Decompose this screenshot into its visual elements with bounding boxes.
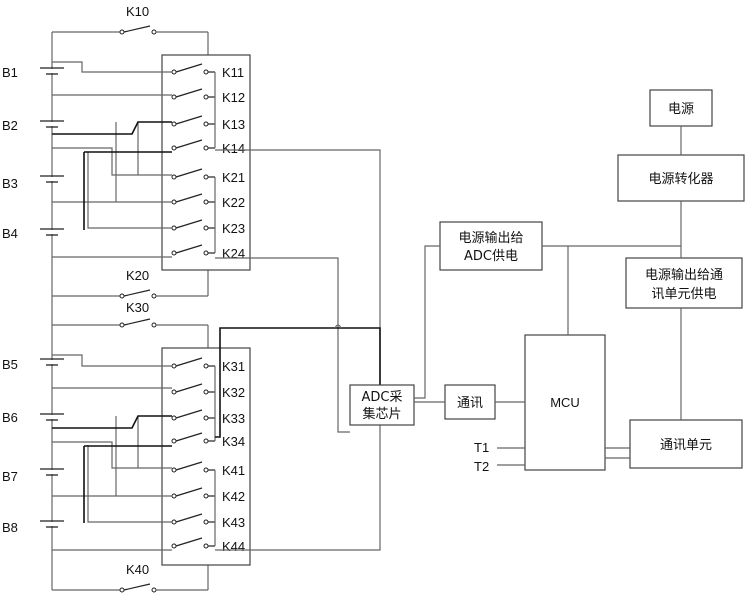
relay-k33: K33: [171, 409, 245, 426]
relay-k24: K24: [171, 244, 245, 261]
relay-k31: K31: [171, 357, 245, 374]
relay-k34-label: K34: [222, 434, 245, 449]
terminal-t2-label: T2: [474, 459, 489, 474]
bank-2-tap-wires: [52, 354, 172, 551]
relay-k42-label: K42: [222, 489, 245, 504]
switch-k30: K30: [52, 300, 209, 348]
switch-k20: K20: [52, 268, 209, 299]
switch-k30-label: K30: [126, 300, 149, 315]
battery-b8: B8: [2, 520, 64, 535]
relay-k22-label: K22: [222, 195, 245, 210]
relay-k12: K12: [171, 88, 245, 105]
switch-k20-label: K20: [126, 268, 149, 283]
relay-k42: K42: [171, 487, 245, 504]
battery-b7: B7: [2, 468, 64, 484]
adc-chip: ADC采 集芯片: [349, 384, 415, 426]
relay-k44: K44: [171, 537, 245, 554]
battery-b5: B5: [2, 357, 64, 372]
relay-k23-label: K23: [222, 221, 245, 236]
power-converter-block: 电源转化器: [617, 154, 745, 202]
battery-b1-label: B1: [2, 65, 18, 80]
comm-supply-label-1: 电源输出给通: [645, 267, 723, 283]
adc-chip-label-1: ADC采: [362, 390, 403, 405]
relay-to-adc-wires: [215, 149, 381, 551]
switch-k10-label: K10: [126, 4, 149, 19]
power-source-block: 电源: [649, 89, 713, 127]
battery-b4-label: B4: [2, 226, 18, 241]
relay-k21: K21: [171, 168, 245, 185]
battery-b5-label: B5: [2, 357, 18, 372]
power-source-label: 电源: [668, 102, 694, 117]
relay-k31-label: K31: [222, 359, 245, 374]
power-converter-label: 电源转化器: [648, 172, 713, 187]
bank-1-tap-wires: [52, 61, 172, 258]
relay-k24-label: K24: [222, 246, 245, 261]
relay-k13-label: K13: [222, 117, 245, 132]
adc-supply-block: 电源输出给 ADC供电: [439, 221, 543, 271]
adc-supply-label-2: ADC供电: [464, 249, 518, 264]
switch-k40-label: K40: [126, 562, 149, 577]
relay-k14-label: K14: [222, 141, 245, 156]
relay-k23: K23: [171, 219, 245, 236]
right-side-wires: [414, 126, 682, 466]
relay-k32: K32: [171, 383, 245, 400]
terminal-t1-label: T1: [474, 440, 489, 455]
comm-block-label: 通讯: [457, 396, 483, 411]
batteries: B1 B2 B3 B4 B5 B6 B7: [2, 65, 64, 535]
relay-k12-label: K12: [222, 90, 245, 105]
mcu-label: MCU: [550, 395, 580, 410]
relay-k33-label: K33: [222, 411, 245, 426]
switch-k40: K40: [52, 562, 209, 593]
battery-b2-label: B2: [2, 118, 18, 133]
relay-k43-label: K43: [222, 515, 245, 530]
battery-b8-label: B8: [2, 520, 18, 535]
relay-k13: K13: [171, 115, 245, 132]
adc-chip-label-2: 集芯片: [362, 406, 401, 422]
comm-unit-label: 通讯单元: [660, 438, 712, 453]
comm-block: 通讯: [444, 384, 496, 420]
comm-supply-block: 电源输出给通 讯单元供电: [625, 257, 743, 309]
battery-b3: B3: [2, 175, 64, 191]
relay-k11-label: K11: [222, 65, 244, 80]
relay-bank-2-box: [161, 347, 251, 566]
relay-k43: K43: [171, 513, 245, 530]
relay-k41-label: K41: [222, 463, 245, 478]
relay-k41: K41: [171, 461, 245, 478]
relay-bank-1-box: [161, 54, 251, 271]
battery-b4: B4: [2, 226, 64, 241]
relay-k21-label: K21: [222, 170, 245, 185]
relay-k34: K34: [171, 432, 245, 449]
battery-b6: B6: [2, 410, 64, 425]
relay-k14: K14: [171, 139, 245, 156]
relay-k44-label: K44: [222, 539, 245, 554]
adc-supply-label-1: 电源输出给: [458, 230, 523, 246]
battery-b7-label: B7: [2, 469, 18, 484]
relay-k32-label: K32: [222, 385, 245, 400]
battery-b6-label: B6: [2, 410, 18, 425]
battery-b3-label: B3: [2, 176, 18, 191]
comm-supply-label-2: 讯单元供电: [651, 287, 716, 302]
bypass-switches: K10 K20 K30 K40: [52, 4, 209, 593]
switch-k10: K10: [52, 4, 209, 55]
battery-b2: B2: [2, 118, 64, 133]
relay-k22: K22: [171, 193, 245, 210]
terminals: T1 T2: [474, 440, 489, 474]
comm-unit-block: 通讯单元: [629, 419, 743, 469]
mcu-block: MCU: [524, 334, 606, 471]
battery-b1: B1: [2, 65, 64, 80]
relay-k11: K11: [171, 63, 244, 80]
